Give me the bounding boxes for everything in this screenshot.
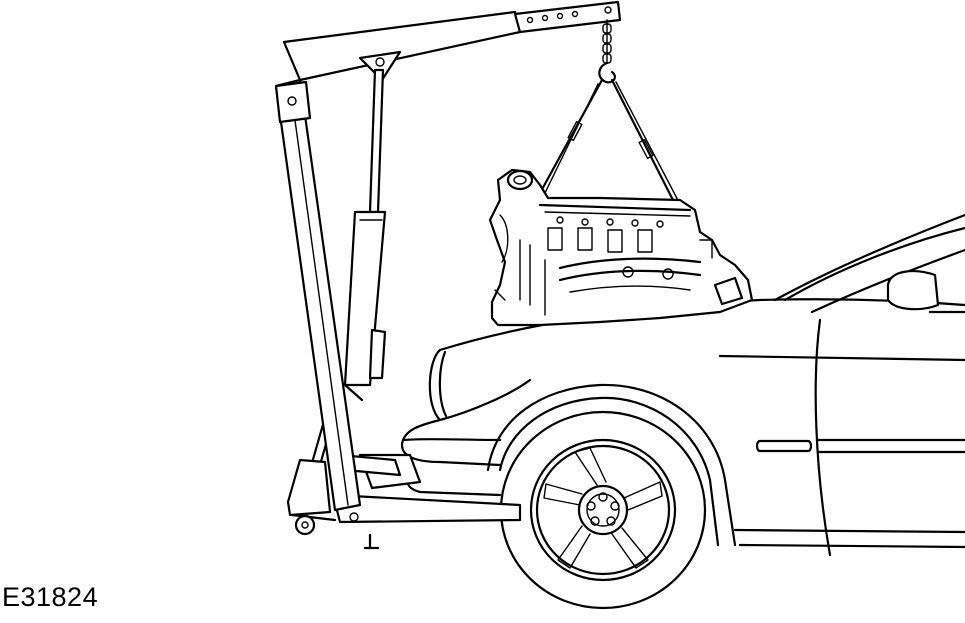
ram-rod [368,68,385,214]
car-windshield [773,213,965,302]
hydraulic-ram [343,68,387,402]
car-door-edge [814,318,832,557]
sling-right [610,78,679,210]
sling-left [538,78,604,195]
headlamp [428,348,532,422]
crane-base-leg [331,493,522,524]
car-front [400,213,965,610]
crane-hook [598,61,616,84]
engine-block [488,168,754,327]
front-bumper [400,418,502,467]
figure-reference-code: E31824 [2,582,99,612]
crane-mast-post [274,78,362,512]
side-marker [755,439,813,453]
lifting-chain [538,19,682,210]
wheel-arch [486,383,737,547]
mast-collar [274,80,312,124]
wheel-spokes [543,447,663,569]
engine-outline [488,168,754,327]
oil-filler-cap [506,169,534,191]
engine-connector [713,276,744,306]
ram-cylinder [343,210,387,387]
caster-wheel [294,514,316,536]
crane-boom-arm [282,10,522,82]
crane-boom [282,0,622,82]
crane-mast [274,78,362,512]
boom-extension [513,0,622,34]
side-mirror [886,270,940,311]
caster-bracket [286,458,332,517]
